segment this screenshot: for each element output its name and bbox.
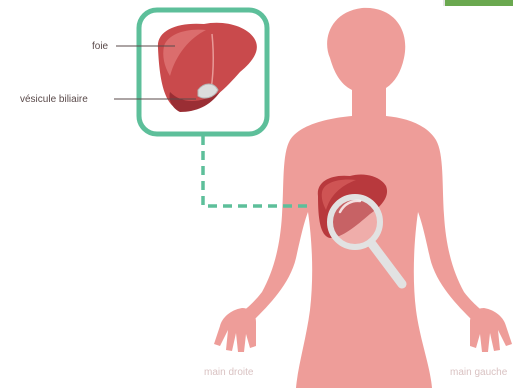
left-hand-label: main gauche	[450, 367, 508, 378]
right-hand-label: main droite	[204, 367, 254, 378]
liver-label: foie	[92, 41, 109, 52]
corner-accent	[445, 0, 513, 6]
gallbladder-label: vésicule biliaire	[20, 94, 88, 105]
